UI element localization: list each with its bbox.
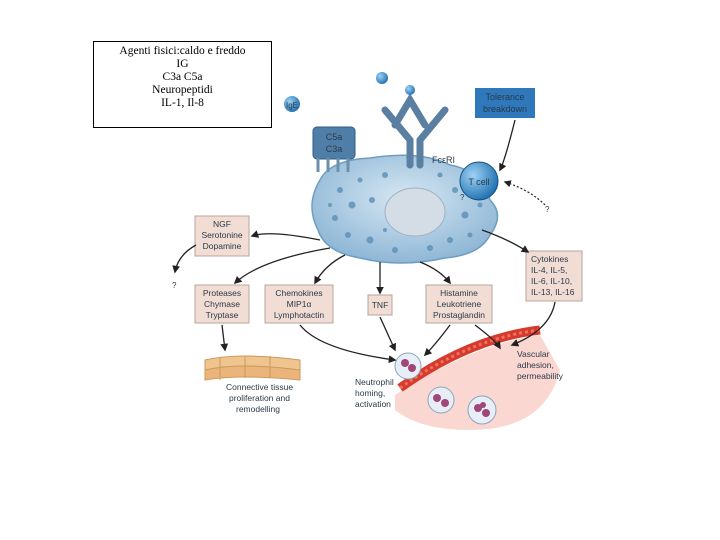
svg-text:Tolerance: Tolerance <box>485 92 524 102</box>
stimuli-textbox: Agenti fisici:caldo e freddo IG C3a C5a … <box>93 41 272 128</box>
svg-text:T cell: T cell <box>468 177 489 187</box>
mast-cell <box>311 154 499 264</box>
svg-text:permeability: permeability <box>517 371 564 381</box>
c3a-label: C3a <box>326 144 343 154</box>
svg-text:adhesion,: adhesion, <box>517 360 554 370</box>
antigen-icon <box>376 72 388 84</box>
svg-text:Leukotriene: Leukotriene <box>437 299 482 309</box>
ige-free-icon <box>284 96 300 112</box>
svg-text:Serotonine: Serotonine <box>201 230 242 240</box>
svg-text:Histamine: Histamine <box>440 288 478 298</box>
svg-text:Prostaglandin: Prostaglandin <box>433 310 485 320</box>
stimulus-line-2: IG <box>176 58 189 70</box>
connective-tissue <box>204 355 301 381</box>
stimulus-line-5: IL-1, Il-8 <box>161 97 204 109</box>
mediators-box: Histamine Leukotriene Prostaglandin <box>425 284 493 324</box>
svg-text:proliferation and: proliferation and <box>229 393 290 403</box>
svg-text:IL-13, IL-16: IL-13, IL-16 <box>531 287 575 297</box>
neutrophil-label: Neutrophil <box>355 377 394 387</box>
question-mark: ? <box>460 193 465 202</box>
question-mark: ? <box>545 205 550 214</box>
proteases-box: Proteases Chymase Tryptase <box>194 284 250 324</box>
svg-text:remodelling: remodelling <box>236 404 280 414</box>
svg-text:TNF: TNF <box>372 300 389 310</box>
ige-label: IgE <box>286 101 298 110</box>
svg-text:Dopamine: Dopamine <box>203 241 242 251</box>
svg-text:Chemokines: Chemokines <box>275 288 322 298</box>
c5a-label: C5a <box>326 132 343 142</box>
ige-antibody <box>381 93 449 169</box>
svg-text:NGF: NGF <box>213 219 231 229</box>
ngf-box: NGF Serotonine Dopamine <box>194 215 250 257</box>
connective-label: Connective tissue <box>226 382 293 392</box>
svg-text:IL-6, IL-10,: IL-6, IL-10, <box>531 276 572 286</box>
svg-text:Proteases: Proteases <box>203 288 241 298</box>
vascular-label: Vascular <box>517 349 550 359</box>
neutrophil-cells <box>394 352 497 425</box>
svg-text:IL-4, IL-5,: IL-4, IL-5, <box>531 265 567 275</box>
svg-text:Chymase: Chymase <box>204 299 240 309</box>
stimulus-line-3: C3a C5a <box>162 71 203 83</box>
svg-text:Cytokines: Cytokines <box>531 254 568 264</box>
svg-text:Lymphotactin: Lymphotactin <box>274 310 325 320</box>
svg-text:Tryptase: Tryptase <box>206 310 239 320</box>
question-mark: ? <box>172 281 177 290</box>
stimulus-line-1: Agenti fisici:caldo e freddo <box>119 45 246 57</box>
t-cell: T cell <box>459 161 499 201</box>
tnf-box: TNF <box>367 294 393 316</box>
tolerance-breakdown-box: Tolerance breakdown <box>475 88 535 118</box>
svg-text:breakdown: breakdown <box>483 104 527 114</box>
cytokines-box: Cytokines IL-4, IL-5, IL-6, IL-10, IL-13… <box>525 250 583 302</box>
receptor-label: FcεRI <box>432 155 455 165</box>
complement-receptor: C5a C3a <box>312 126 356 172</box>
svg-text:homing,: homing, <box>355 388 385 398</box>
antigen-icon <box>405 85 415 95</box>
svg-text:MIP1α: MIP1α <box>287 299 312 309</box>
chemokines-box: Chemokines MIP1α Lymphotactin <box>264 284 334 324</box>
stimulus-line-4: Neuropeptidi <box>152 84 213 96</box>
svg-text:activation: activation <box>355 399 391 409</box>
